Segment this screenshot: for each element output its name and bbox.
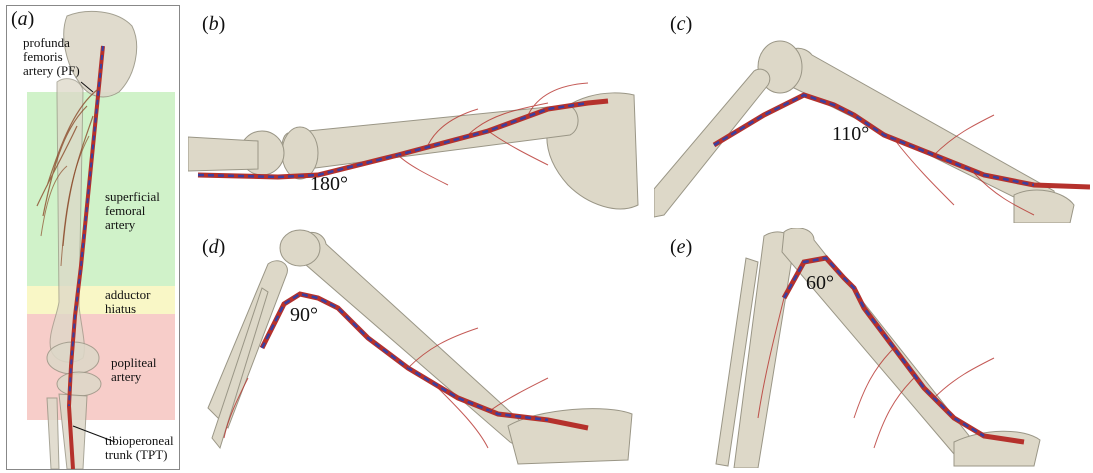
panel-b: (b) 180° (188, 5, 640, 223)
panel-d: (d) 90° (188, 228, 640, 468)
angle-label-e: 60° (806, 272, 834, 295)
profunda-label: profunda femoris artery (PF) (23, 36, 80, 78)
leg-60-figure (654, 228, 1090, 468)
adductor-hiatus-region (27, 286, 175, 314)
panel-c-letter: (c) (670, 13, 692, 36)
popliteal-label: popliteal artery (111, 356, 157, 384)
panel-b-letter: (b) (202, 13, 225, 36)
leg-180-figure (188, 5, 640, 223)
panel-a: (a) profunda femoris artery (PF) superfi… (6, 5, 180, 470)
leg-110-figure (654, 5, 1090, 223)
panel-c: (c) 110° (654, 5, 1090, 223)
adductor-hiatus-label: adductor hiatus (105, 288, 150, 316)
tpt-label: tibioperoneal trunk (TPT) (105, 434, 174, 462)
angle-label-b: 180° (310, 173, 348, 196)
angle-label-d: 90° (290, 304, 318, 327)
panel-a-letter: (a) (11, 8, 34, 31)
leg-90-figure (188, 228, 640, 468)
superficial-femoral-label: superficial femoral artery (105, 190, 160, 232)
angle-label-c: 110° (832, 123, 869, 146)
panel-e: (e) 60° (654, 228, 1090, 468)
panel-d-letter: (d) (202, 236, 225, 259)
panel-e-letter: (e) (670, 236, 692, 259)
